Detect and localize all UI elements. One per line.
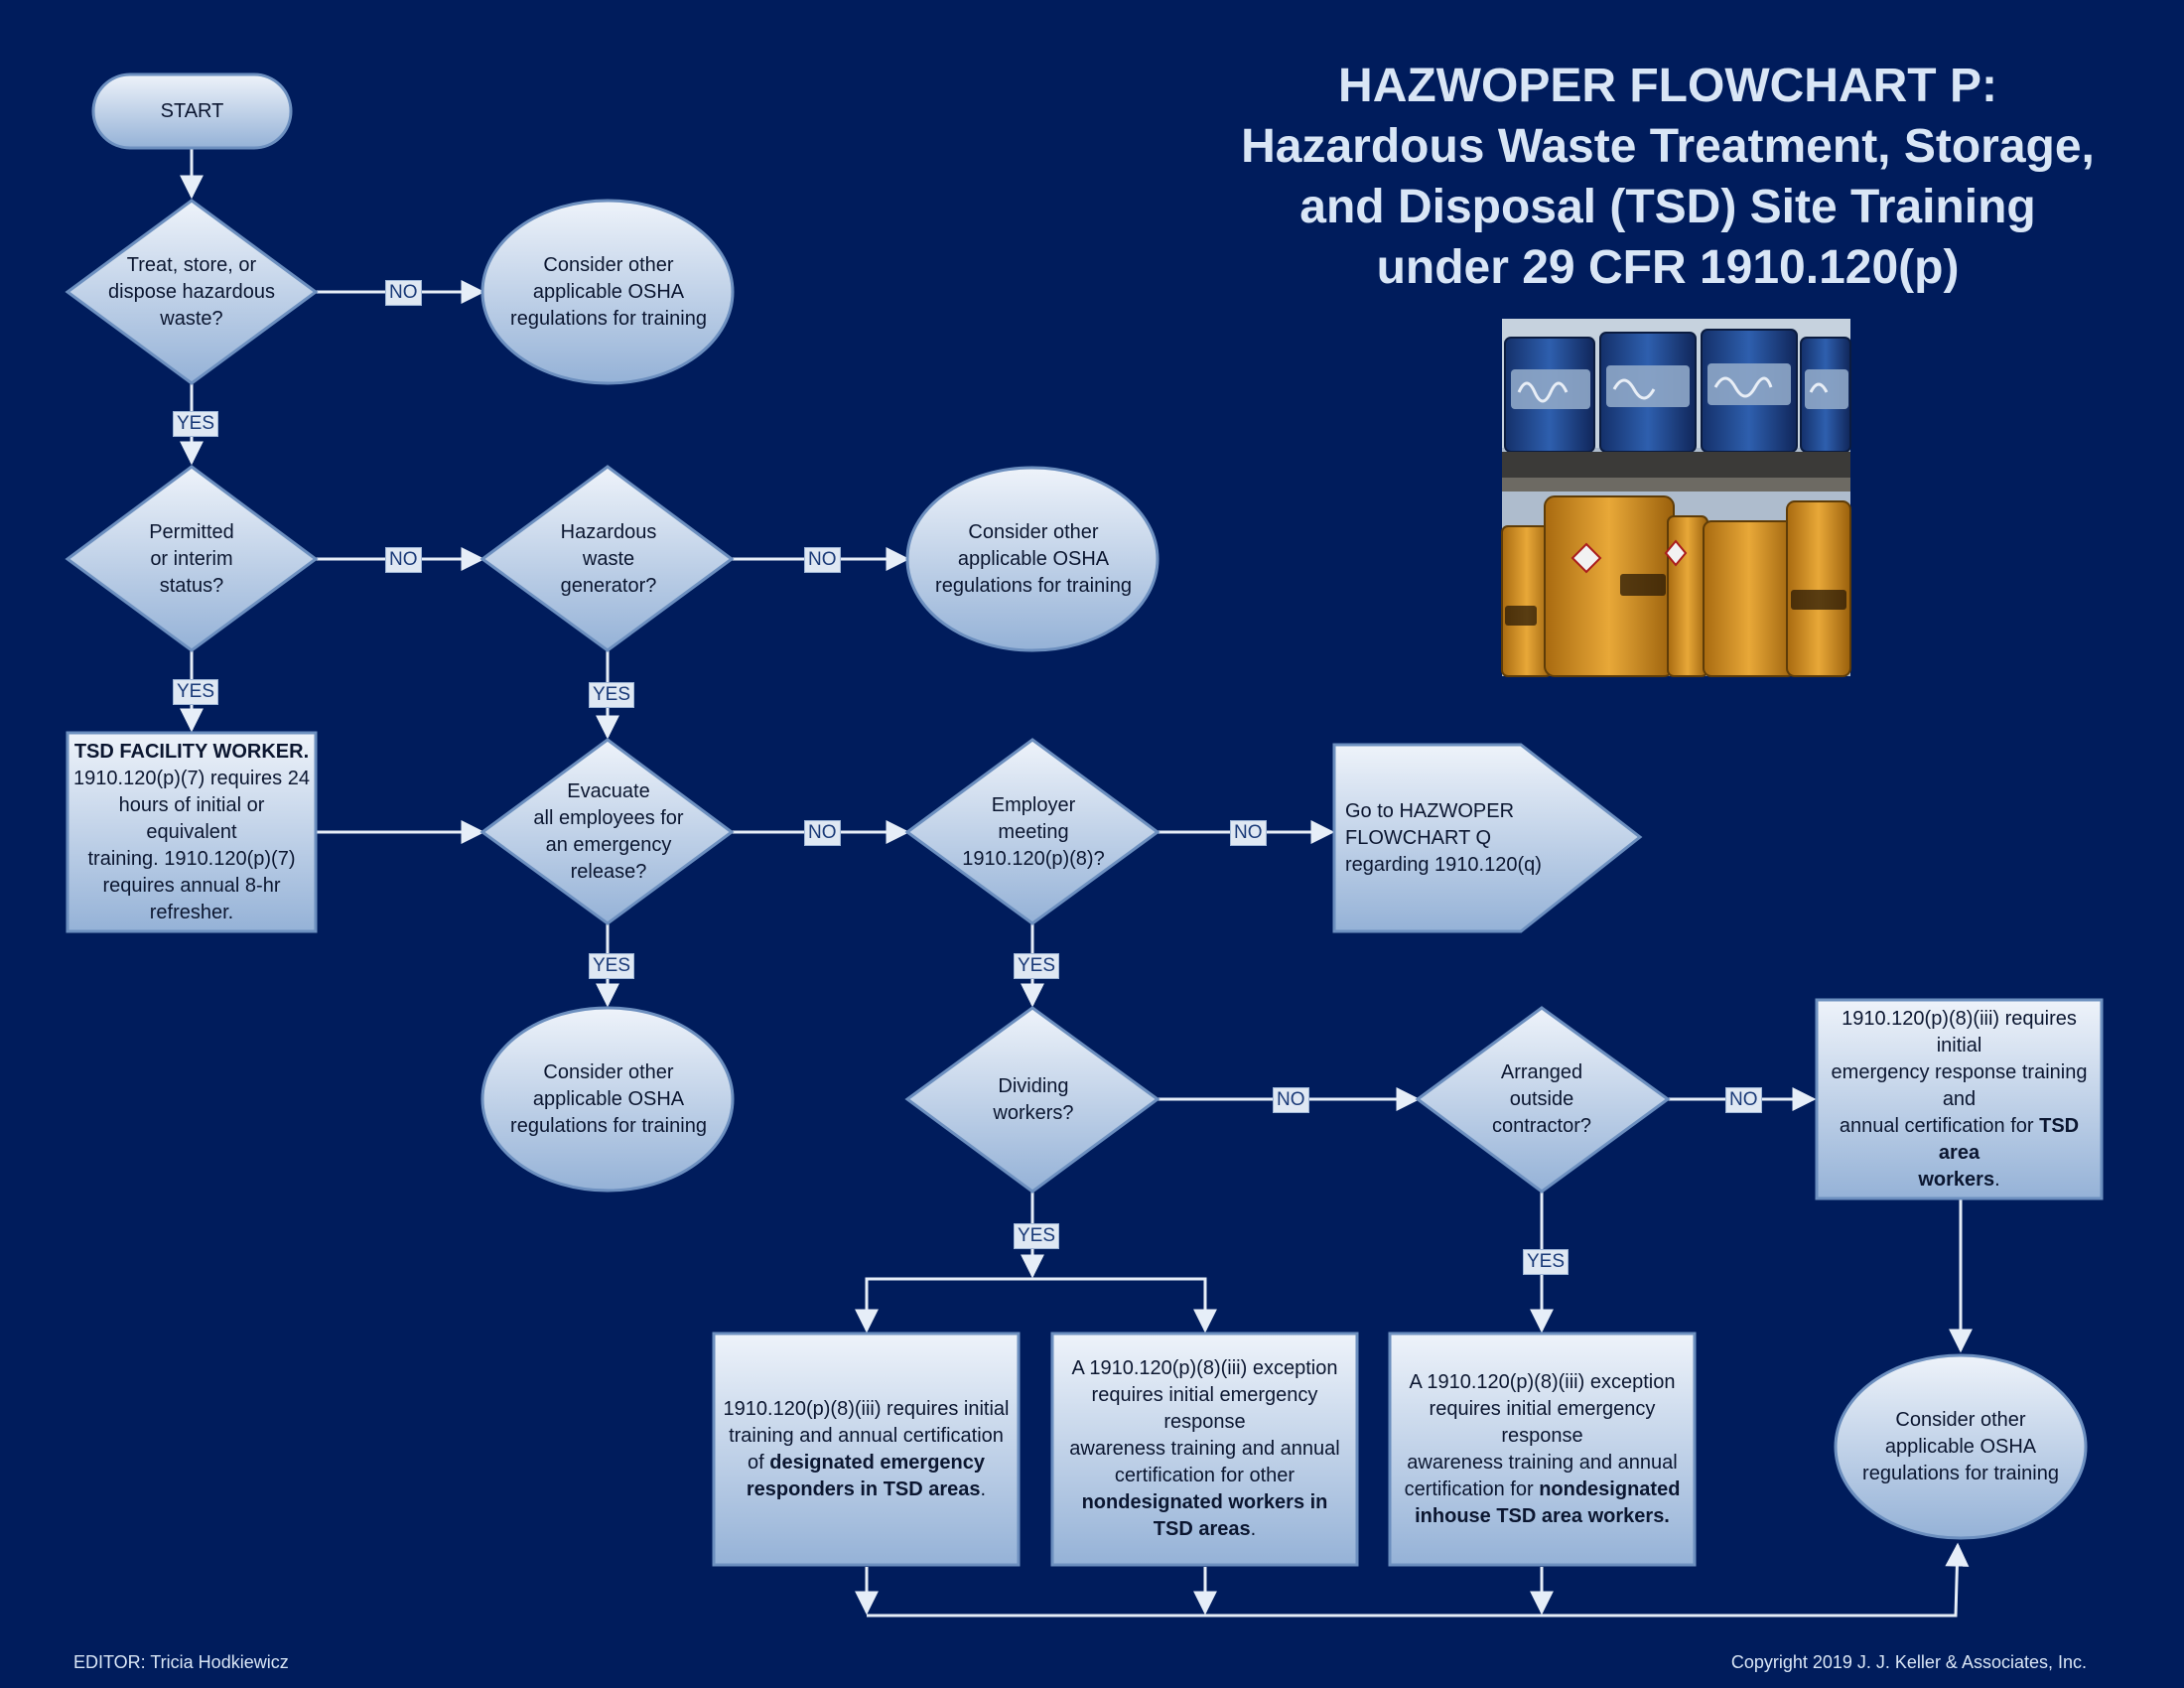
editor-credit: EDITOR: Tricia Hodkiewicz <box>73 1652 289 1672</box>
photo-hazardous-drums <box>1501 319 1851 677</box>
terminal-consider1 <box>480 199 735 385</box>
terminal-consider3 <box>480 1006 735 1193</box>
nondesignated-text: A 1910.120(p)(8)(iii) exception requires… <box>1069 1357 1340 1540</box>
title-line-3: and Disposal (TSD) Site Training <box>1299 181 2036 233</box>
shapes <box>65 72 2104 1567</box>
label-yes-treat: YES <box>173 411 219 437</box>
title-line-4: under 29 CFR 1910.120(p) <box>1376 241 1960 294</box>
process-nondesignated <box>1050 1332 1359 1567</box>
process-inhouse <box>1388 1332 1697 1567</box>
label-yes-employer: YES <box>1014 953 1060 979</box>
label-yes-permitted: YES <box>173 679 219 705</box>
label-no-permitted: NO <box>385 547 422 573</box>
decision-employer <box>904 738 1160 925</box>
start-terminal <box>91 72 293 150</box>
label-no-generator: NO <box>804 547 841 573</box>
process-designated <box>712 1332 1021 1567</box>
decision-treat <box>65 199 319 385</box>
process-tsd-worker <box>66 731 318 933</box>
flowchart-title: HAZWOPER FLOWCHART P: Hazardous Waste Tr… <box>1191 56 2144 298</box>
label-yes-evacuate: YES <box>589 953 635 979</box>
label-no-dividing: NO <box>1273 1087 1309 1113</box>
label-yes-generator: YES <box>589 682 635 708</box>
tsd-area-text: 1910.120(p)(8)(iii) requires initial eme… <box>1831 1007 2088 1191</box>
label-no-employer: NO <box>1230 820 1267 846</box>
title-line-2: Hazardous Waste Treatment, Storage, <box>1241 120 2095 173</box>
title-line-1: HAZWOPER FLOWCHART P: <box>1338 60 1997 112</box>
label-no-arranged: NO <box>1725 1087 1762 1113</box>
inhouse-text: A 1910.120(p)(8)(iii) exception requires… <box>1404 1370 1681 1527</box>
connector-bottom-merge <box>867 1542 1970 1618</box>
tsd-worker-text: TSD FACILITY WORKER. 1910.120(p)(7) requ… <box>73 740 310 923</box>
process-tsd-area <box>1815 998 2104 1200</box>
terminal-consider4 <box>1834 1353 2088 1540</box>
terminal-consider2 <box>905 466 1160 652</box>
label-yes-dividing: YES <box>1014 1223 1060 1249</box>
decision-evacuate <box>479 738 735 925</box>
decision-generator <box>479 465 735 652</box>
decision-permitted <box>65 465 319 652</box>
copyright-notice: Copyright 2019 J. J. Keller & Associates… <box>1730 1652 2087 1672</box>
decision-arranged <box>1415 1006 1671 1194</box>
label-no-treat: NO <box>385 280 422 306</box>
designated-text: 1910.120(p)(8)(iii) requires initial tra… <box>723 1397 1010 1500</box>
connector-branch-split <box>865 1277 1207 1331</box>
label-no-evacuate: NO <box>804 820 841 846</box>
label-yes-arranged: YES <box>1523 1249 1570 1275</box>
start-label: START <box>160 99 224 122</box>
offpage-goto-q <box>1332 743 1643 933</box>
decision-dividing <box>904 1006 1160 1194</box>
